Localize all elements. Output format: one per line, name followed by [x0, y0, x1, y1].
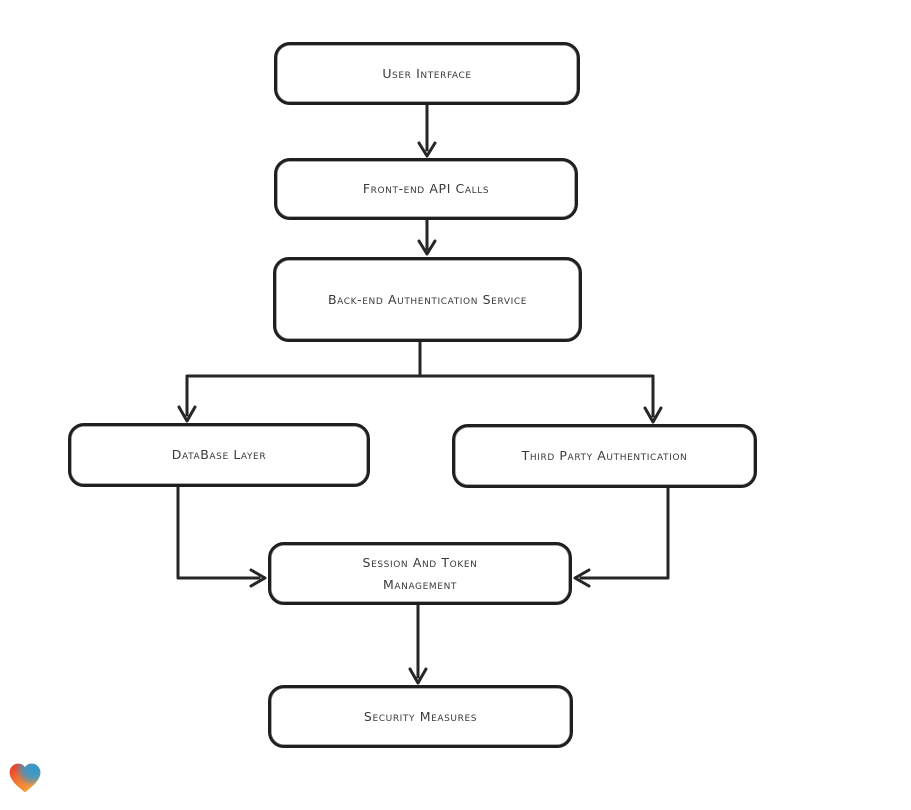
node-label: Security Measures: [363, 708, 478, 724]
node-label: Front-end API Calls: [362, 181, 490, 197]
node-label: User Interface: [382, 65, 472, 81]
node-session-and-token-management[interactable]: Session And Token Management: [268, 542, 572, 605]
edge-database-to-session: [176, 484, 267, 588]
arrowhead-down-icon: [417, 239, 437, 256]
node-database-layer[interactable]: DataBase Layer: [68, 423, 370, 487]
node-back-end-authentication-service[interactable]: Back-end Authentication Service: [273, 257, 582, 342]
arrowhead-down-icon: [177, 405, 197, 423]
node-label: Back-end Authentication Service: [327, 291, 527, 307]
edge-user-interface-to-front-end: [417, 102, 437, 158]
heart-logo[interactable]: [8, 761, 42, 795]
edge-back-end-branch: [177, 339, 663, 424]
node-label: Session And Token Management: [362, 555, 478, 592]
arrowhead-down-icon: [417, 141, 437, 158]
arrowhead-down-icon: [643, 406, 663, 424]
node-third-party-authentication[interactable]: Third Party Authentication: [452, 424, 757, 488]
heart-icon: [9, 763, 41, 793]
edge-third-party-to-session: [573, 485, 670, 588]
node-front-end-api-calls[interactable]: Front-end API Calls: [274, 158, 578, 220]
arrowhead-right-icon: [249, 568, 267, 588]
node-label: DataBase Layer: [171, 447, 267, 463]
edge-front-end-to-back-end: [417, 217, 437, 256]
arrowhead-left-icon: [573, 568, 591, 588]
edge-session-to-security: [408, 602, 428, 685]
arrowhead-down-icon: [408, 667, 428, 685]
node-user-interface[interactable]: User Interface: [274, 42, 580, 105]
node-label: Third Party Authentication: [521, 448, 688, 464]
node-security-measures[interactable]: Security Measures: [268, 685, 573, 748]
